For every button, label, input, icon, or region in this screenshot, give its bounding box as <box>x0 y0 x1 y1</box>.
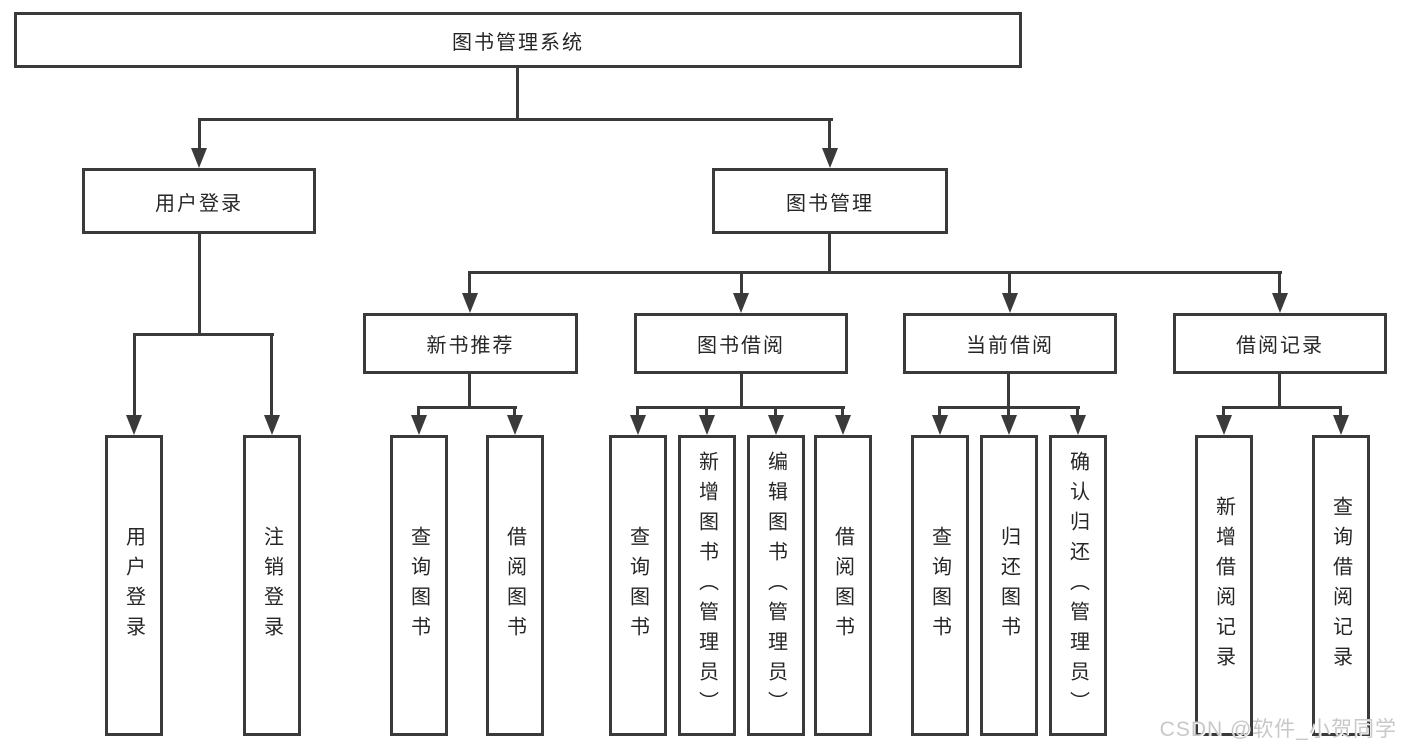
leaf-add-books-admin: 新增图书（管理员） <box>678 435 736 736</box>
arrow-down-icon <box>1001 415 1017 435</box>
connector-line <box>1278 374 1281 409</box>
arrow-down-icon <box>462 293 478 313</box>
connector-line <box>198 118 833 121</box>
leaf-logout: 注销登录 <box>243 435 301 736</box>
arrow-down-icon <box>932 415 948 435</box>
connector-line <box>938 406 941 418</box>
arrow-down-icon <box>630 415 646 435</box>
connector-line <box>1007 374 1010 409</box>
leaf-borrow-books-borrowing: 借阅图书 <box>814 435 872 736</box>
arrow-down-icon <box>1216 415 1232 435</box>
arrow-down-icon <box>699 415 715 435</box>
connector-line <box>740 271 743 296</box>
leaf-add-borrow-record: 新增借阅记录 <box>1195 435 1253 736</box>
connector-line <box>1076 406 1079 418</box>
arrow-down-icon <box>822 148 838 168</box>
connector-line <box>133 333 274 336</box>
connector-line <box>516 68 519 121</box>
connector-line <box>828 118 831 151</box>
connector-line <box>198 118 201 151</box>
arrow-down-icon <box>126 415 142 435</box>
arrow-down-icon <box>411 415 427 435</box>
connector-line <box>705 406 708 418</box>
node-book-borrowing: 图书借阅 <box>634 313 848 374</box>
connector-line <box>841 406 844 418</box>
connector-line <box>1278 271 1281 296</box>
connector-line <box>1339 406 1342 418</box>
leaf-user-login: 用户登录 <box>105 435 163 736</box>
node-new-book-recommend: 新书推荐 <box>363 313 578 374</box>
arrow-down-icon <box>1002 293 1018 313</box>
node-borrowing-records: 借阅记录 <box>1173 313 1387 374</box>
leaf-query-books-borrowing: 查询图书 <box>609 435 667 736</box>
node-user-login: 用户登录 <box>82 168 316 234</box>
arrow-down-icon <box>768 415 784 435</box>
leaf-return-books: 归还图书 <box>980 435 1038 736</box>
connector-line <box>1007 406 1010 418</box>
leaf-query-books-current: 查询图书 <box>911 435 969 736</box>
connector-line <box>468 374 471 409</box>
arrow-down-icon <box>835 415 851 435</box>
leaf-borrow-books-recommend: 借阅图书 <box>486 435 544 736</box>
leaf-confirm-return-admin: 确认归还（管理员） <box>1049 435 1107 736</box>
connector-line <box>270 333 273 417</box>
connector-line <box>1008 271 1011 296</box>
arrow-down-icon <box>507 415 523 435</box>
connector-line <box>1222 406 1342 409</box>
connector-line <box>468 271 471 296</box>
leaf-edit-books-admin: 编辑图书（管理员） <box>747 435 805 736</box>
arrow-down-icon <box>733 293 749 313</box>
node-book-management: 图书管理 <box>712 168 948 234</box>
node-root: 图书管理系统 <box>14 12 1022 68</box>
connector-line <box>417 406 420 418</box>
arrow-down-icon <box>264 415 280 435</box>
connector-line <box>417 406 517 409</box>
leaf-query-borrow-record: 查询借阅记录 <box>1312 435 1370 736</box>
connector-line <box>636 406 639 418</box>
connector-line <box>740 374 743 409</box>
connector-line <box>133 333 136 417</box>
arrow-down-icon <box>191 148 207 168</box>
arrow-down-icon <box>1333 415 1349 435</box>
connector-line <box>469 271 1282 274</box>
connector-line <box>828 234 831 274</box>
arrow-down-icon <box>1070 415 1086 435</box>
leaf-query-books-recommend: 查询图书 <box>390 435 448 736</box>
csdn-watermark: CSDN @软件_小贺同学 <box>1159 718 1397 741</box>
connector-line <box>513 406 516 418</box>
node-current-borrowing: 当前借阅 <box>903 313 1117 374</box>
connector-line <box>637 406 845 409</box>
connector-line <box>1222 406 1225 418</box>
arrow-down-icon <box>1272 293 1288 313</box>
connector-line <box>774 406 777 418</box>
connector-line <box>198 234 201 336</box>
